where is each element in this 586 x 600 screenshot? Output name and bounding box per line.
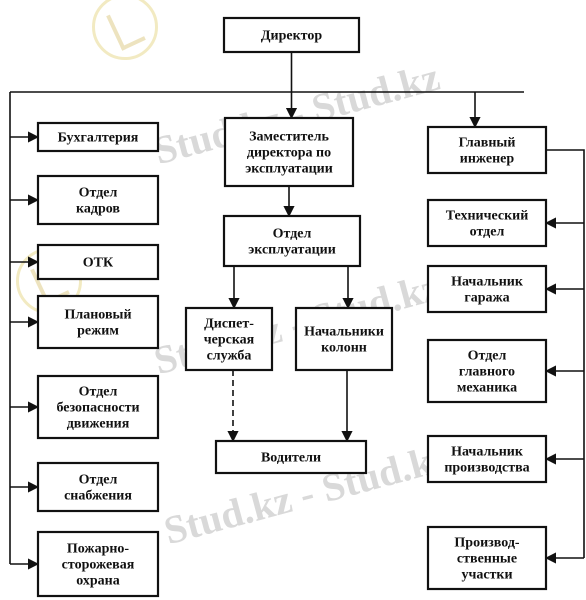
node-label: безопасности xyxy=(56,400,139,415)
node-label: Отдел xyxy=(79,384,118,399)
node-box xyxy=(36,174,160,226)
node-accounting: Бухгалтерия xyxy=(36,121,160,153)
node-label: Пожарно- xyxy=(67,541,130,556)
node-label: эксплуатации xyxy=(248,242,336,257)
node-label: главного xyxy=(459,364,515,379)
node-label: механика xyxy=(457,380,517,395)
node-box xyxy=(36,294,160,350)
node-label: Отдел xyxy=(468,348,507,363)
node-label: Отдел xyxy=(79,472,118,487)
node-box xyxy=(426,338,548,404)
node-box xyxy=(426,198,548,248)
node-label: движения xyxy=(67,416,130,431)
node-label: колонн xyxy=(321,340,367,355)
node-label: директора по xyxy=(247,145,331,160)
node-label: Начальник xyxy=(451,274,524,289)
node-label: ственные xyxy=(457,551,517,566)
node-label: кадров xyxy=(76,201,120,216)
node-label: инженер xyxy=(460,151,515,166)
node-label: Отдел xyxy=(79,185,118,200)
node-director: Директор xyxy=(222,16,361,54)
node-label: ОТК xyxy=(83,255,114,270)
node-label: Начальник xyxy=(451,444,524,459)
node-label: охрана xyxy=(76,573,120,588)
node-label: отдел xyxy=(470,224,505,239)
node-box xyxy=(426,434,548,484)
node-otk: ОТК xyxy=(36,243,160,281)
node-label: снабжения xyxy=(64,488,132,503)
node-box xyxy=(184,306,274,372)
node-box xyxy=(426,264,548,314)
watermark-logo-top xyxy=(92,0,158,60)
edge-right-bus xyxy=(546,149,585,558)
node-drivers: Водители xyxy=(214,439,368,475)
node-label: сторожевая xyxy=(62,557,135,572)
node-label: Бухгалтерия xyxy=(58,130,139,145)
node-label: гаража xyxy=(464,290,509,305)
node-label: Заместитель xyxy=(249,129,329,144)
node-label: Плановый xyxy=(64,307,131,322)
node-label: эксплуатации xyxy=(245,161,333,176)
edges xyxy=(9,52,585,570)
node-label: производства xyxy=(444,460,529,475)
node-label: режим xyxy=(77,323,119,338)
node-box xyxy=(223,116,355,188)
node-label: черская xyxy=(204,332,255,347)
node-box xyxy=(222,214,362,268)
node-label: Главный xyxy=(459,135,516,150)
node-box xyxy=(36,243,160,281)
node-label: Технический xyxy=(446,208,529,223)
node-box xyxy=(36,121,160,153)
node-box xyxy=(426,125,548,175)
node-box xyxy=(426,525,548,591)
node-label: Отдел xyxy=(273,226,312,241)
node-box xyxy=(36,461,160,513)
node-label: Начальники xyxy=(304,324,384,339)
node-label: участки xyxy=(461,567,512,582)
node-box xyxy=(222,16,361,54)
node-label: Директор xyxy=(261,28,322,43)
node-box xyxy=(36,530,160,598)
node-label: Диспет- xyxy=(204,316,254,331)
node-label: служба xyxy=(207,348,252,363)
node-box xyxy=(214,439,368,475)
node-label: Водители xyxy=(261,450,321,465)
node-box xyxy=(36,374,160,440)
node-box xyxy=(294,306,394,372)
node-label: Производ- xyxy=(454,535,520,550)
